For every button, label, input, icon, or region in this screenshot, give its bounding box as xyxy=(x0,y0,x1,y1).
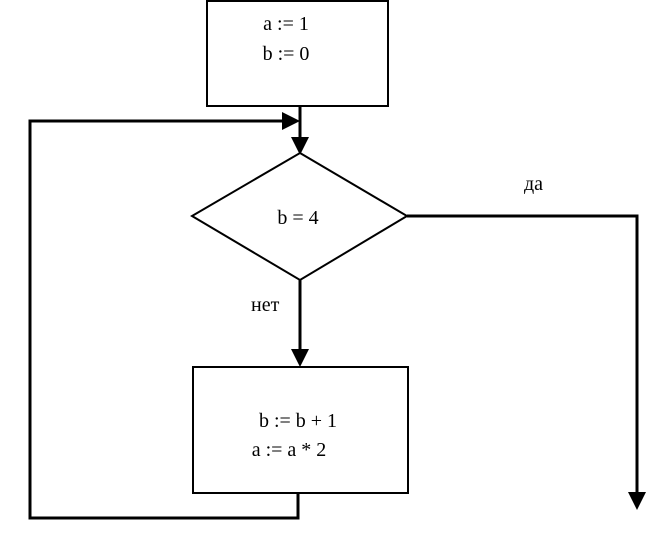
loop-body-box xyxy=(192,366,409,494)
yes-branch-arrowhead xyxy=(628,492,646,510)
yes-label: да xyxy=(524,173,543,195)
loop-body-block: b := b + 1 a := a * 2 xyxy=(192,366,409,494)
init-block: a := 1 b := 0 xyxy=(206,0,389,107)
loop-line-b: b := b + 1 xyxy=(259,410,337,432)
yes-branch: да xyxy=(407,173,646,510)
loop-back-line xyxy=(28,119,300,520)
init-line-a: a := 1 xyxy=(263,13,309,35)
no-branch: нет xyxy=(251,280,309,367)
loop-back xyxy=(28,112,300,520)
init-line-b: b := 0 xyxy=(263,43,310,65)
init-block-box xyxy=(206,0,389,107)
yes-branch-line xyxy=(407,214,639,493)
decision: b = 4 xyxy=(190,151,409,282)
decision-condition: b = 4 xyxy=(277,207,318,229)
loop-back-arrowhead xyxy=(282,112,300,130)
no-label: нет xyxy=(251,294,280,316)
no-branch-arrowhead xyxy=(291,349,309,367)
loop-line-a: a := a * 2 xyxy=(252,439,327,461)
arrowhead-decision-top xyxy=(291,137,309,155)
